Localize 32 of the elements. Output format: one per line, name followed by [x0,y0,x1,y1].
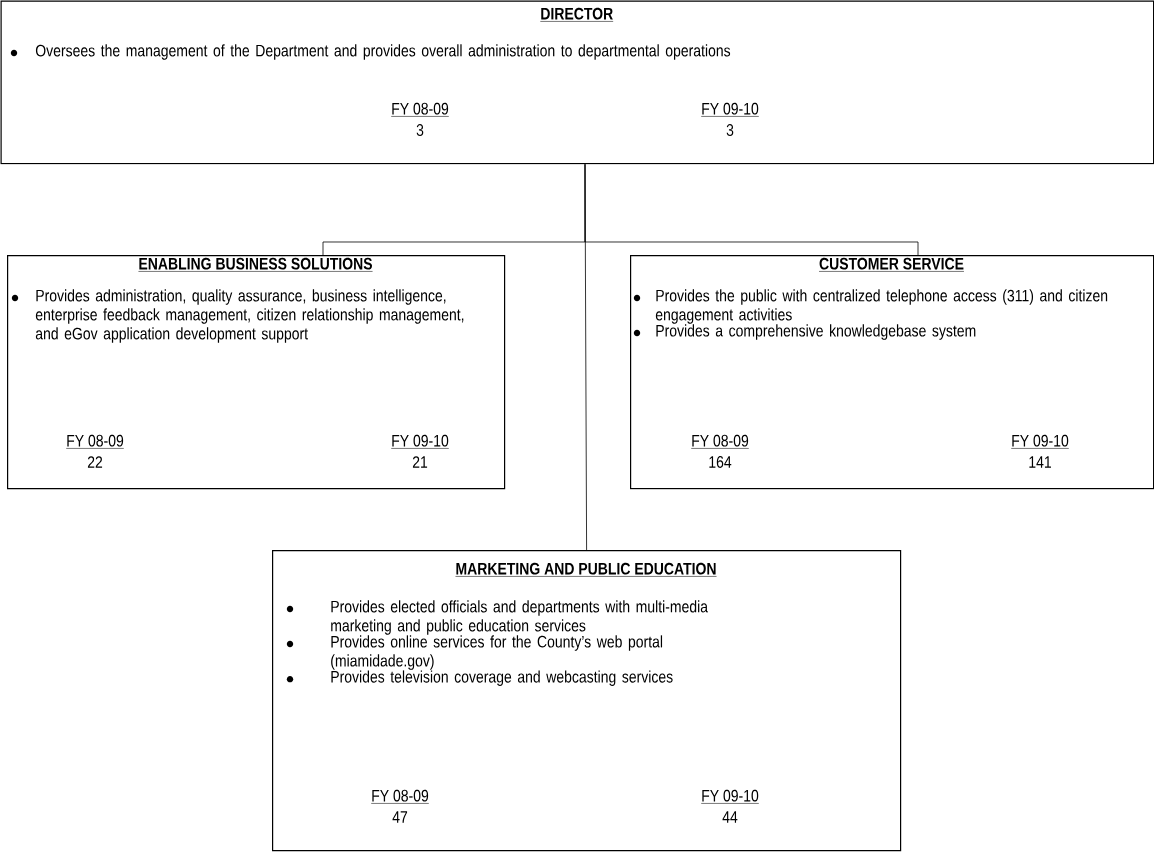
position-count: 21 [412,456,428,468]
org-box [272,550,902,852]
org-box [630,255,1154,490]
org-box [0,0,1154,165]
bullet-item: Provides the public with centralized telephone access (311) and citizen engagement activities [633,289,1108,324]
fiscal-year-label: FY 09-10 [390,434,450,449]
box-heading: MARKETING AND PUBLIC EDUCATION [455,562,717,577]
box-heading: CUSTOMER SERVICE [818,257,965,272]
bullet-item: Provides administration, quality assurance, business intelligence, enterprise feedback management, citizen relationship management, and eGov application development support [11,289,464,343]
position-count: 164 [709,456,732,468]
position-count: 3 [416,124,424,136]
position-count: 44 [722,811,738,823]
bullet-item: Oversees the management of the Department and provides overall administration to departmental operations [10,44,731,60]
fiscal-year-label: FY 09-10 [700,789,760,804]
fiscal-year-label: FY 09-10 [1010,434,1070,449]
position-count: 47 [392,811,408,823]
position-count: 22 [87,456,103,468]
fiscal-year-label: FY 08-09 [690,434,750,449]
org-box [7,255,506,490]
bullet-item: Provides online services for the County’s web portal (miamidade.gov) [286,635,663,670]
box-heading: DIRECTOR [540,7,614,22]
bullet-item: Provides television coverage and webcasting services [286,670,673,686]
box-heading: ENABLING BUSINESS SOLUTIONS [138,257,373,272]
fiscal-year-label: FY 08-09 [370,789,430,804]
bullet-item: Provides a comprehensive knowledgebase system [633,324,976,340]
fiscal-year-label: FY 08-09 [65,434,125,449]
connector-line [584,163,587,551]
fiscal-year-label: FY 08-09 [390,102,450,117]
bullet-item: Provides elected officials and departments with multi-media marketing and public education services [286,600,708,635]
position-count: 3 [726,124,734,136]
fiscal-year-label: FY 09-10 [700,102,760,117]
position-count: 141 [1029,456,1051,468]
